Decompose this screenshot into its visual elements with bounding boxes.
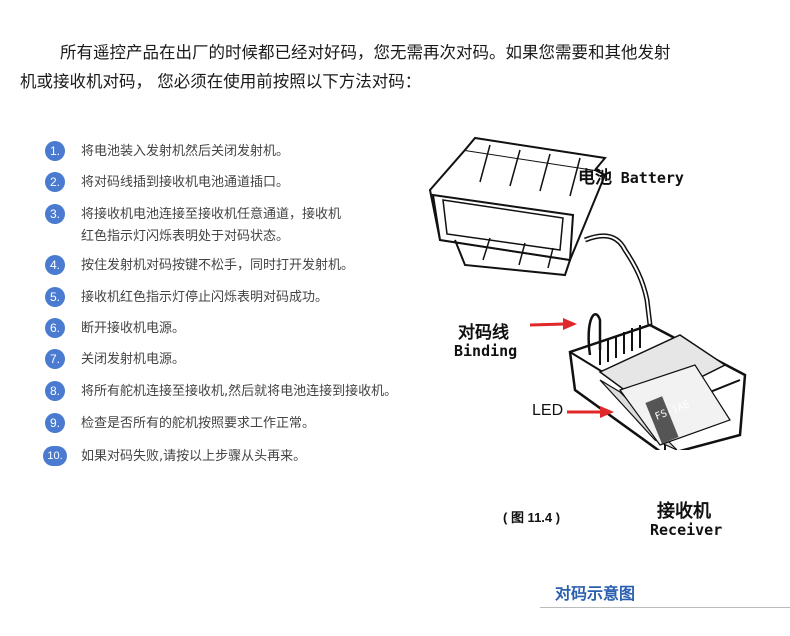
step-number: 3. [45, 204, 65, 224]
receiver-label-block [645, 396, 679, 444]
intro-paragraph: 所有遥控产品在出厂的时候都已经对好码，您无需再次对码。如果您需要和其他发射 机或… [20, 38, 780, 96]
receiver-label-cn: 接收机 [657, 501, 711, 521]
receiver-label-en: Receiver [650, 521, 723, 539]
list-item: 1. 将电池装入发射机然后关闭发射机。 [45, 141, 289, 163]
section-title: 对码示意图 [555, 584, 636, 603]
step-text: 将对码线插到接收机电池通道插口。 [81, 175, 290, 190]
battery-label: 电池 Battery [578, 163, 684, 188]
list-item: 8. 将所有舵机连接至接收机,然后就将电池连接到接收机。 [45, 381, 397, 403]
led-arrow [567, 406, 614, 418]
intro-line-1: 所有遥控产品在出厂的时候都已经对好码，您无需再次对码。如果您需要和其他发射 [60, 43, 671, 62]
list-item: 4. 按住发射机对码按键不松手，同时打开发射机。 [45, 255, 354, 277]
list-item: 6. 断开接收机电源。 [45, 318, 185, 340]
binding-label-en: Binding [454, 342, 518, 360]
step-text: 将所有舵机连接至接收机,然后就将电池连接到接收机。 [81, 384, 398, 399]
binding-diagram: FS-iA6 [428, 136, 747, 450]
step-text: 接收机红色指示灯停止闪烁表明对码成功。 [81, 290, 329, 305]
step-number: 2. [45, 172, 65, 192]
list-item: 2. 将对码线插到接收机电池通道插口。 [45, 172, 289, 194]
led-label: LED [532, 402, 564, 419]
step-text: 将电池装入发射机然后关闭发射机。 [81, 144, 290, 159]
footer-divider [540, 607, 790, 608]
list-item: 3. 将接收机电池连接至接收机任意通道，接收机 红色指示灯闪烁表明处于对码状态。 [45, 204, 341, 248]
step-number: 8. [45, 381, 65, 401]
list-item: 7. 关闭发射机电源。 [45, 349, 185, 371]
step-number: 4. [45, 255, 65, 275]
battery-label-cn: 电池 [578, 168, 612, 187]
step-text: 将接收机电池连接至接收机任意通道，接收机 [81, 207, 342, 222]
step-text: 关闭发射机电源。 [81, 352, 186, 367]
step-number: 10. [43, 446, 67, 466]
binding-plug-loop [587, 313, 602, 356]
step-text: 检查是否所有的舵机按照要求工作正常。 [81, 416, 316, 431]
list-item: 9. 检查是否所有的舵机按照要求工作正常。 [45, 413, 315, 435]
step-number: 7. [45, 349, 65, 369]
intro-line-2: 机或接收机对码， 您必须在使用前按照以下方法对码： [20, 72, 422, 91]
step-number: 6. [45, 318, 65, 338]
list-item: 5. 接收机红色指示灯停止闪烁表明对码成功。 [45, 287, 328, 309]
list-item: 10. 如果对码失败,请按以上步骤从头再来。 [43, 446, 307, 468]
step-text-continued: 红色指示灯闪烁表明处于对码状态。 [81, 229, 290, 244]
step-text: 断开接收机电源。 [81, 321, 186, 336]
step-number: 5. [45, 287, 65, 307]
battery-label-en: Battery [620, 169, 684, 187]
figure-caption: ( 图 11.4 ) [503, 510, 561, 525]
binding-arrow [529, 318, 577, 330]
binding-label-cn: 对码线 [458, 323, 509, 342]
battery-pack-illustration [428, 136, 607, 277]
step-text: 按住发射机对码按键不松手，同时打开发射机。 [81, 258, 355, 273]
receiver-illustration: FS-iA6 [568, 313, 747, 450]
step-text: 如果对码失败,请按以上步骤从头再来。 [81, 449, 307, 464]
step-number: 9. [45, 413, 65, 433]
step-number: 1. [45, 141, 65, 161]
